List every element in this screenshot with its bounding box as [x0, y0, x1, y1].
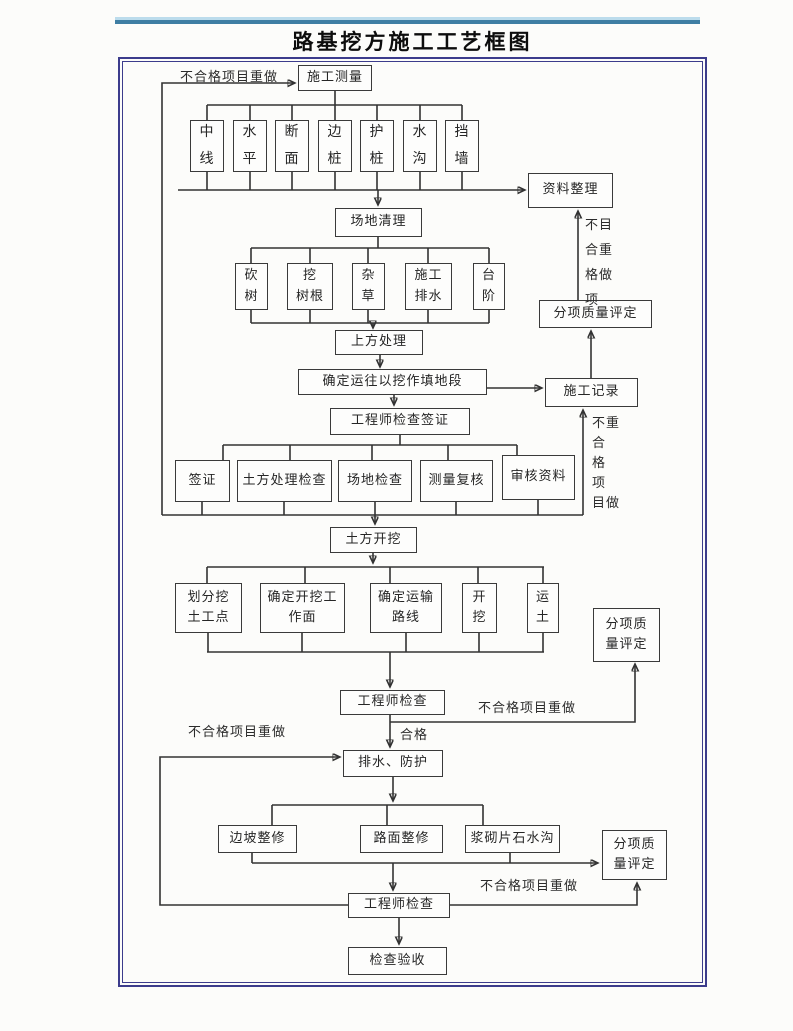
- node-level: 水 平: [233, 120, 267, 172]
- node-soil-treatment: 上方处理: [335, 330, 423, 355]
- node-review-data: 审核资料: [502, 455, 575, 500]
- label-redo-vertical-2: 不重 合 格 项 目做: [592, 416, 621, 511]
- node-quality-eval-mid: 分项质 量评定: [593, 608, 660, 662]
- node-slope-repair: 边坡整修: [218, 825, 297, 853]
- diagram-frame: [118, 57, 707, 987]
- node-steps: 台 阶: [473, 263, 505, 310]
- node-edge-stake: 边 桩: [318, 120, 352, 172]
- node-construction-drainage: 施工 排水: [405, 263, 452, 310]
- node-quality-eval-top: 分项质量评定: [539, 300, 652, 328]
- node-excavation: 土方开挖: [330, 527, 417, 553]
- node-divide-dig-points: 划分挖 土工点: [175, 583, 242, 633]
- node-inspection-acceptance: 检查验收: [348, 947, 447, 975]
- node-data-arrange: 资料整理: [528, 173, 613, 208]
- node-pavement-repair: 路面整修: [360, 825, 443, 853]
- node-ditch: 水 沟: [403, 120, 437, 172]
- node-site-clearing: 场地清理: [335, 208, 422, 237]
- node-masonry-ditch: 浆砌片石水沟: [465, 825, 560, 853]
- node-dig: 开 挖: [462, 583, 497, 633]
- label-redo-top: 不合格项目重做: [180, 70, 279, 85]
- node-engineer-check-2: 工程师检查: [348, 893, 450, 918]
- node-centerline: 中 线: [190, 120, 224, 172]
- node-site-check: 场地检查: [338, 460, 412, 502]
- node-engineer-check-1: 工程师检查: [340, 690, 445, 715]
- label-redo-mid-right: 不合格项目重做: [478, 701, 577, 716]
- node-survey-recheck: 测量复核: [420, 460, 493, 502]
- node-confirm-work-face: 确定开挖工 作面: [260, 583, 345, 633]
- node-dig-roots: 挖 树根: [287, 263, 333, 310]
- label-pass: 合格: [400, 728, 429, 743]
- label-redo-bottom-right: 不合格项目重做: [480, 879, 579, 894]
- node-guard-stake: 护 桩: [360, 120, 394, 172]
- top-accent-bar: [115, 17, 700, 24]
- node-haul-soil: 运 土: [527, 583, 559, 633]
- node-construction-record: 施工记录: [545, 378, 638, 407]
- node-quality-eval-bottom: 分项质 量评定: [602, 830, 667, 880]
- node-confirm-route: 确定运输 路线: [370, 583, 442, 633]
- node-sign: 签证: [175, 460, 230, 502]
- node-construction-survey: 施工测量: [298, 65, 372, 91]
- node-cross-section: 断 面: [275, 120, 309, 172]
- node-cut-trees: 砍 树: [235, 263, 268, 310]
- node-soil-treatment-check: 土方处理检查: [237, 460, 332, 502]
- node-retaining-wall: 挡 墙: [445, 120, 479, 172]
- label-redo-vertical-1: 不目 合重 格做 项: [585, 218, 614, 308]
- diagram-title: 路基挖方施工工艺框图: [292, 30, 533, 54]
- label-redo-mid-left: 不合格项目重做: [188, 725, 287, 740]
- node-engineer-check-sign: 工程师检查签证: [330, 408, 470, 435]
- node-confirm-haul-section: 确定运往以挖作填地段: [298, 369, 487, 395]
- node-weeds: 杂 草: [352, 263, 385, 310]
- diagram-frame-inner: [122, 61, 703, 983]
- node-drainage-protection: 排水、防护: [343, 750, 443, 777]
